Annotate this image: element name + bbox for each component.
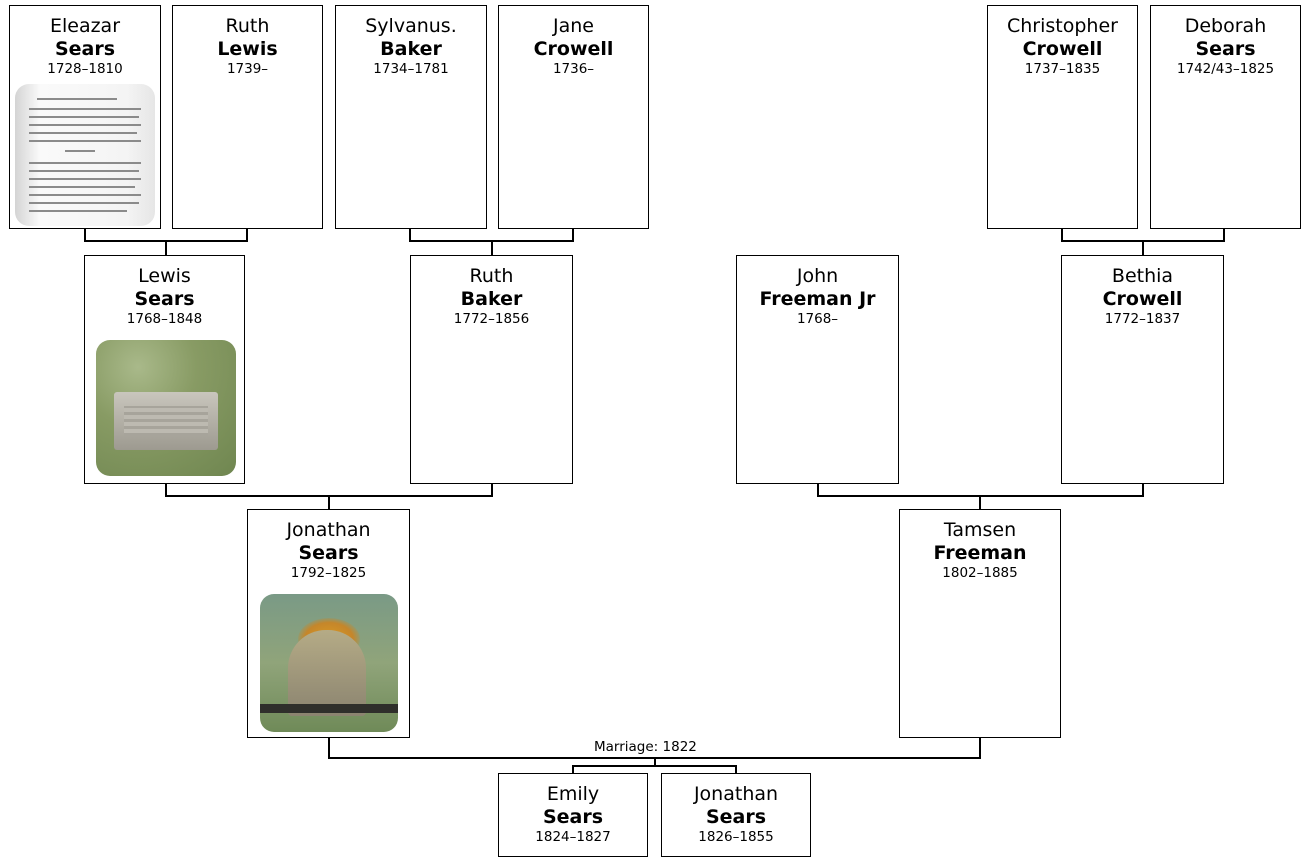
connector-line	[328, 737, 330, 758]
surname: Sears	[705, 806, 767, 828]
connector-line	[572, 228, 574, 241]
person-box-emily[interactable]: Emily Sears 1824–1827	[498, 773, 648, 857]
life-years: 1802–1885	[942, 565, 1018, 581]
surname: Sears	[1195, 38, 1256, 60]
connector-line	[817, 495, 1144, 497]
connector-line	[817, 483, 819, 496]
life-years: 1768–1848	[126, 311, 203, 327]
given-name: Jane	[553, 15, 594, 37]
surname: Freeman	[933, 542, 1027, 564]
marriage-label: Marriage: 1822	[593, 739, 698, 755]
surname: Sears	[134, 288, 195, 310]
connector-line	[735, 765, 737, 774]
given-name: Emily	[546, 783, 600, 805]
life-years: 1768–	[796, 311, 839, 327]
given-name: Bethia	[1111, 265, 1174, 287]
person-box-ruth-baker[interactable]: Ruth Baker 1772–1856	[410, 255, 573, 484]
life-years: 1736–	[552, 61, 595, 77]
life-years: 1734–1781	[373, 61, 449, 77]
person-box-jane[interactable]: Jane Crowell 1736–	[498, 5, 649, 229]
life-years: 1792–1825	[290, 565, 367, 581]
connector-line	[409, 228, 411, 241]
surname: Lewis	[217, 38, 278, 60]
given-name: John	[796, 265, 839, 287]
connector-line	[979, 737, 981, 758]
life-years: 1826–1855	[698, 829, 774, 845]
person-box-tamsen[interactable]: Tamsen Freeman 1802–1885	[899, 509, 1061, 738]
given-name: Deborah	[1184, 15, 1267, 37]
connector-line	[654, 757, 656, 766]
life-years: 1728–1810	[47, 61, 123, 77]
connector-line	[328, 495, 330, 509]
given-name: Tamsen	[943, 519, 1017, 541]
person-box-sylvanus[interactable]: Sylvanus. Baker 1734–1781	[335, 5, 487, 229]
surname: Baker	[460, 288, 523, 310]
given-name: Christopher	[1007, 15, 1118, 37]
gravestone-photo[interactable]	[260, 594, 398, 732]
connector-line	[246, 228, 248, 241]
connector-line	[491, 483, 493, 496]
surname: Crowell	[1022, 38, 1103, 60]
surname: Sears	[54, 38, 116, 60]
connector-line	[1142, 483, 1144, 496]
gravestone-photo[interactable]	[96, 340, 236, 476]
connector-line	[165, 483, 167, 496]
surname: Sears	[542, 806, 604, 828]
given-name: Ruth	[469, 265, 514, 287]
person-box-jonathan-jr[interactable]: Jonathan Sears 1826–1855	[661, 773, 811, 857]
connector-line	[165, 240, 167, 255]
connector-line	[1061, 228, 1063, 241]
life-years: 1772–1856	[453, 311, 530, 327]
given-name: Jonathan	[693, 783, 779, 805]
connector-line	[1223, 228, 1225, 241]
life-years: 1824–1827	[535, 829, 611, 845]
life-years: 1742/43–1825	[1176, 61, 1275, 77]
life-years: 1772–1837	[1104, 311, 1181, 327]
person-box-christopher[interactable]: Christopher Crowell 1737–1835	[987, 5, 1138, 229]
connector-line	[572, 765, 737, 767]
connector-line	[491, 240, 493, 255]
given-name: Ruth	[225, 15, 270, 37]
person-box-john[interactable]: John Freeman Jr 1768–	[736, 255, 899, 484]
person-box-deborah[interactable]: Deborah Sears 1742/43–1825	[1150, 5, 1301, 229]
surname: Sears	[298, 542, 359, 564]
given-name: Sylvanus.	[365, 15, 457, 37]
given-name: Lewis	[138, 265, 191, 287]
surname: Baker	[380, 38, 442, 60]
connector-line	[572, 765, 574, 774]
life-years: 1739–	[226, 61, 269, 77]
surname: Crowell	[533, 38, 614, 60]
given-name: Eleazar	[49, 15, 121, 37]
connector-line	[1142, 240, 1144, 255]
surname: Freeman Jr	[759, 288, 876, 310]
document-photo[interactable]	[15, 84, 155, 226]
life-years: 1737–1835	[1024, 61, 1101, 77]
given-name: Jonathan	[286, 519, 371, 541]
connector-line	[84, 228, 86, 241]
connector-line	[979, 495, 981, 509]
person-box-ruth-lewis[interactable]: Ruth Lewis 1739–	[172, 5, 323, 229]
person-box-bethia[interactable]: Bethia Crowell 1772–1837	[1061, 255, 1224, 484]
surname: Crowell	[1102, 288, 1183, 310]
